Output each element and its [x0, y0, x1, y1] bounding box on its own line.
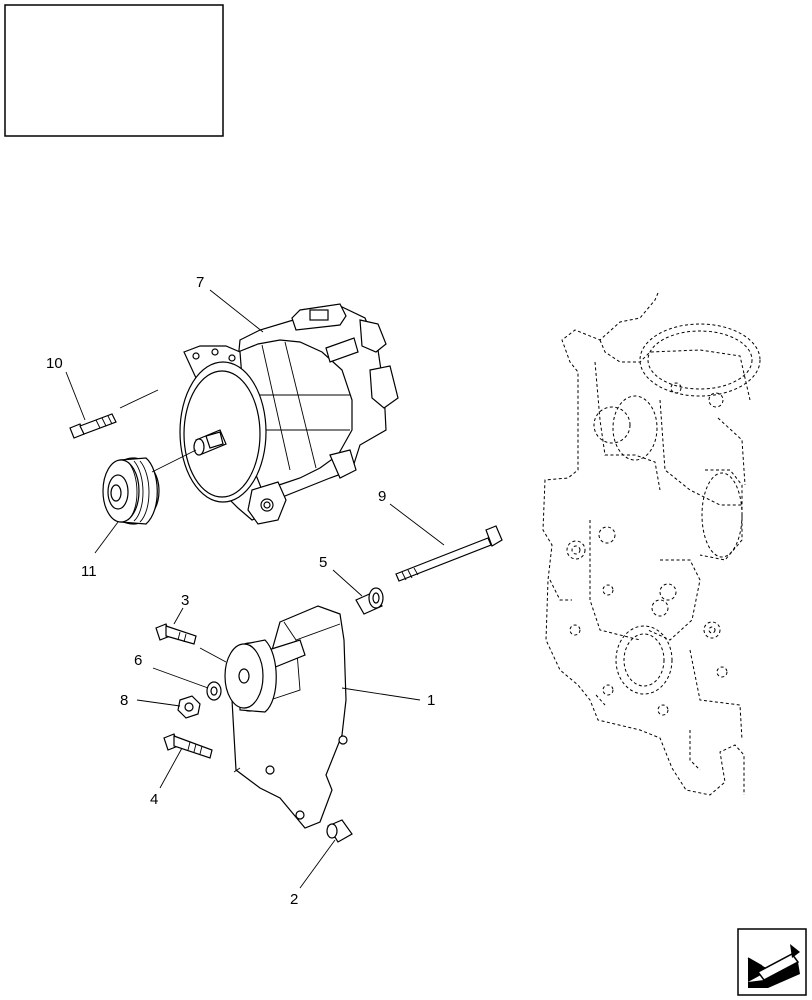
nut-8	[177, 695, 201, 719]
callout-7: 7	[196, 274, 204, 291]
spacer-2	[326, 819, 353, 843]
callout-6: 6	[134, 652, 142, 669]
callout-3: 3	[181, 592, 189, 609]
title-block	[4, 4, 224, 137]
pulley	[102, 457, 160, 525]
idler-pulley	[224, 639, 277, 713]
callout-11: 11	[81, 563, 97, 580]
bolt-10	[69, 413, 117, 439]
bolt-4	[163, 733, 213, 759]
engine-block	[542, 292, 761, 796]
next-page-arrow-icon[interactable]	[737, 928, 807, 996]
leader-lines	[65, 289, 445, 889]
alternator	[179, 303, 399, 525]
callout-1: 1	[427, 692, 435, 709]
washer-6	[206, 681, 222, 701]
callout-4: 4	[150, 791, 158, 808]
callout-10: 10	[46, 355, 63, 372]
bracket	[231, 605, 348, 829]
spacer-5	[355, 587, 384, 615]
callout-9: 9	[378, 488, 386, 505]
callout-2: 2	[290, 891, 298, 908]
bolt-9	[395, 525, 503, 582]
callout-5: 5	[319, 554, 327, 571]
bolt-3	[155, 623, 197, 645]
callout-8: 8	[120, 692, 128, 709]
